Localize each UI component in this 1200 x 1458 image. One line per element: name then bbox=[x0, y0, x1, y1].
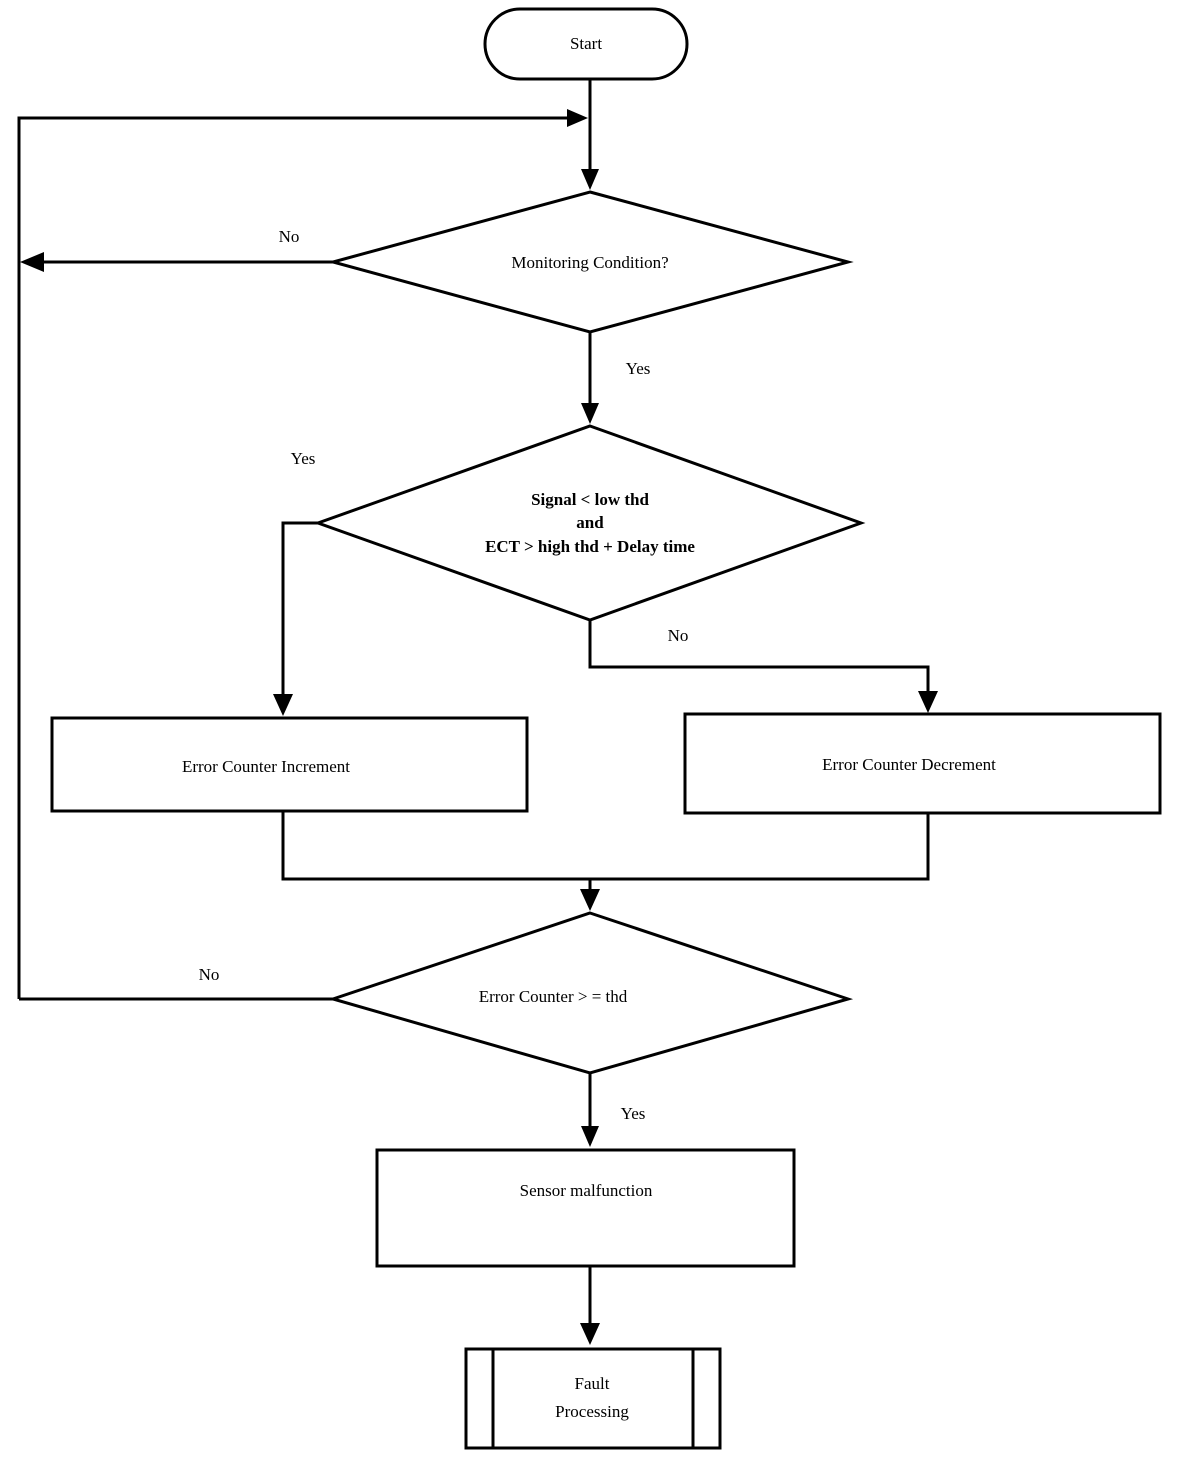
edge-start-to-monitoring bbox=[581, 78, 599, 190]
edge-monitoring-yes bbox=[581, 330, 599, 424]
node-fault-processing-line-2: Processing bbox=[555, 1402, 629, 1421]
node-start-label: Start bbox=[570, 34, 602, 53]
node-signal-check[interactable]: Signal < low thd and ECT > high thd + De… bbox=[313, 424, 866, 622]
node-error-counter-increment-label: Error Counter Increment bbox=[182, 757, 350, 776]
node-signal-check-line-2: and bbox=[576, 513, 604, 532]
edge-malfunction-to-fault bbox=[580, 1266, 600, 1345]
edge-label-counter-no: No bbox=[199, 965, 220, 984]
edge-label-monitoring-no: No bbox=[279, 227, 300, 246]
node-monitoring-condition[interactable]: Monitoring Condition? bbox=[327, 190, 854, 334]
edge-label-counter-yes: Yes bbox=[621, 1104, 646, 1123]
edge-increment-merge bbox=[281, 811, 930, 881]
node-error-counter-threshold[interactable]: Error Counter > = thd bbox=[327, 911, 854, 1075]
node-start[interactable]: Start bbox=[483, 7, 689, 81]
edge-merge-to-counter-decision bbox=[580, 879, 600, 911]
node-sensor-malfunction[interactable]: Sensor malfunction bbox=[375, 1148, 796, 1268]
edge-counter-yes bbox=[581, 1072, 599, 1147]
node-signal-check-line-1: Signal < low thd bbox=[531, 490, 649, 509]
edge-signal-yes bbox=[273, 521, 318, 716]
node-error-counter-decrement-label: Error Counter Decrement bbox=[822, 755, 996, 774]
node-fault-processing[interactable]: Fault Processing bbox=[464, 1347, 722, 1450]
node-error-counter-threshold-label: Error Counter > = thd bbox=[479, 987, 628, 1006]
node-error-counter-increment[interactable]: Error Counter Increment bbox=[50, 716, 529, 813]
node-monitoring-condition-label: Monitoring Condition? bbox=[511, 253, 668, 272]
node-error-counter-decrement[interactable]: Error Counter Decrement bbox=[683, 712, 1162, 815]
edge-label-signal-no: No bbox=[668, 626, 689, 645]
edge-monitoring-no bbox=[20, 252, 334, 272]
edge-label-monitoring-yes: Yes bbox=[626, 359, 651, 378]
node-fault-processing-line-1: Fault bbox=[575, 1374, 610, 1393]
edge-signal-no bbox=[588, 620, 938, 713]
node-signal-check-line-3: ECT > high thd + Delay time bbox=[485, 537, 695, 556]
edge-loopback-rail bbox=[17, 109, 588, 999]
edge-label-signal-yes: Yes bbox=[291, 449, 316, 468]
node-sensor-malfunction-label: Sensor malfunction bbox=[520, 1181, 653, 1200]
